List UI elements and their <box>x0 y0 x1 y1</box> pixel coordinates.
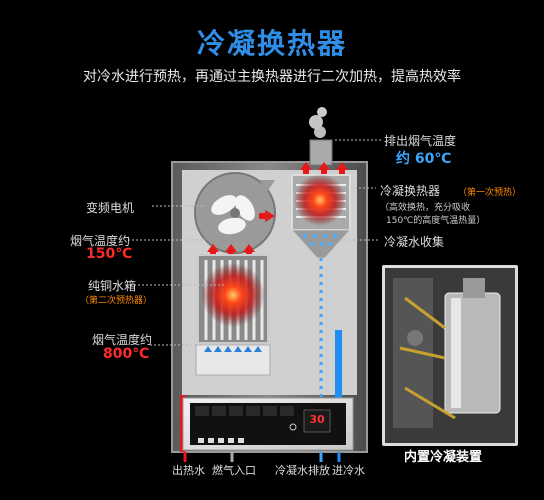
gas-inlet-label: 燃气入口 <box>212 464 256 477</box>
display-value: 30 <box>309 413 325 426</box>
hot-water-out-label: 出热水 <box>172 464 205 477</box>
page-subtitle: 对冷水进行预热，再通过主换热器进行二次加热，提高热效率 <box>83 69 461 85</box>
leader-lines <box>128 139 382 346</box>
flue-temp-value-2: 800℃ <box>103 346 150 362</box>
condensate-drain-label: 冷凝水排放 <box>275 464 330 477</box>
fire-glow-hx <box>294 174 346 226</box>
copper-tank-note: （第二次预热器） <box>80 296 153 306</box>
fan-motor-label: 变频电机 <box>86 201 135 215</box>
steam-icon <box>309 107 327 138</box>
photo-caption: 内置冷凝装置 <box>404 450 483 465</box>
cold-water-in-label: 进冷水 <box>332 464 365 477</box>
flue-temp-label-1: 烟气温度约 <box>70 234 131 248</box>
copper-tank-label: 纯铜水箱 <box>88 279 137 293</box>
flue-temp-value-1: 150℃ <box>86 246 133 262</box>
condensing-desc-1: （高效换热，充分吸收 <box>380 203 471 213</box>
condensate-drops <box>303 234 337 246</box>
condensate-label: 冷凝水收集 <box>384 235 445 249</box>
exhaust-temp: 约 60℃ <box>396 151 452 167</box>
bottom-pipes <box>183 452 341 462</box>
condensing-hx-note: （第一次预热） <box>458 188 522 198</box>
condensing-desc-2: 150℃的高度气温热量） <box>386 216 486 226</box>
condensing-hx-label: 冷凝换热器 <box>380 184 441 198</box>
exhaust-label: 排出烟气温度 <box>384 134 457 148</box>
cold-water-pipe <box>335 330 342 450</box>
fan-icon <box>211 195 255 235</box>
built-in-condenser-photo <box>382 265 518 446</box>
flue-temp-label-2: 烟气温度约 <box>92 333 153 347</box>
burner-flame-icon <box>204 346 262 352</box>
page-title: 冷凝换热器 <box>196 27 347 60</box>
fire-glow-tank <box>201 263 265 327</box>
